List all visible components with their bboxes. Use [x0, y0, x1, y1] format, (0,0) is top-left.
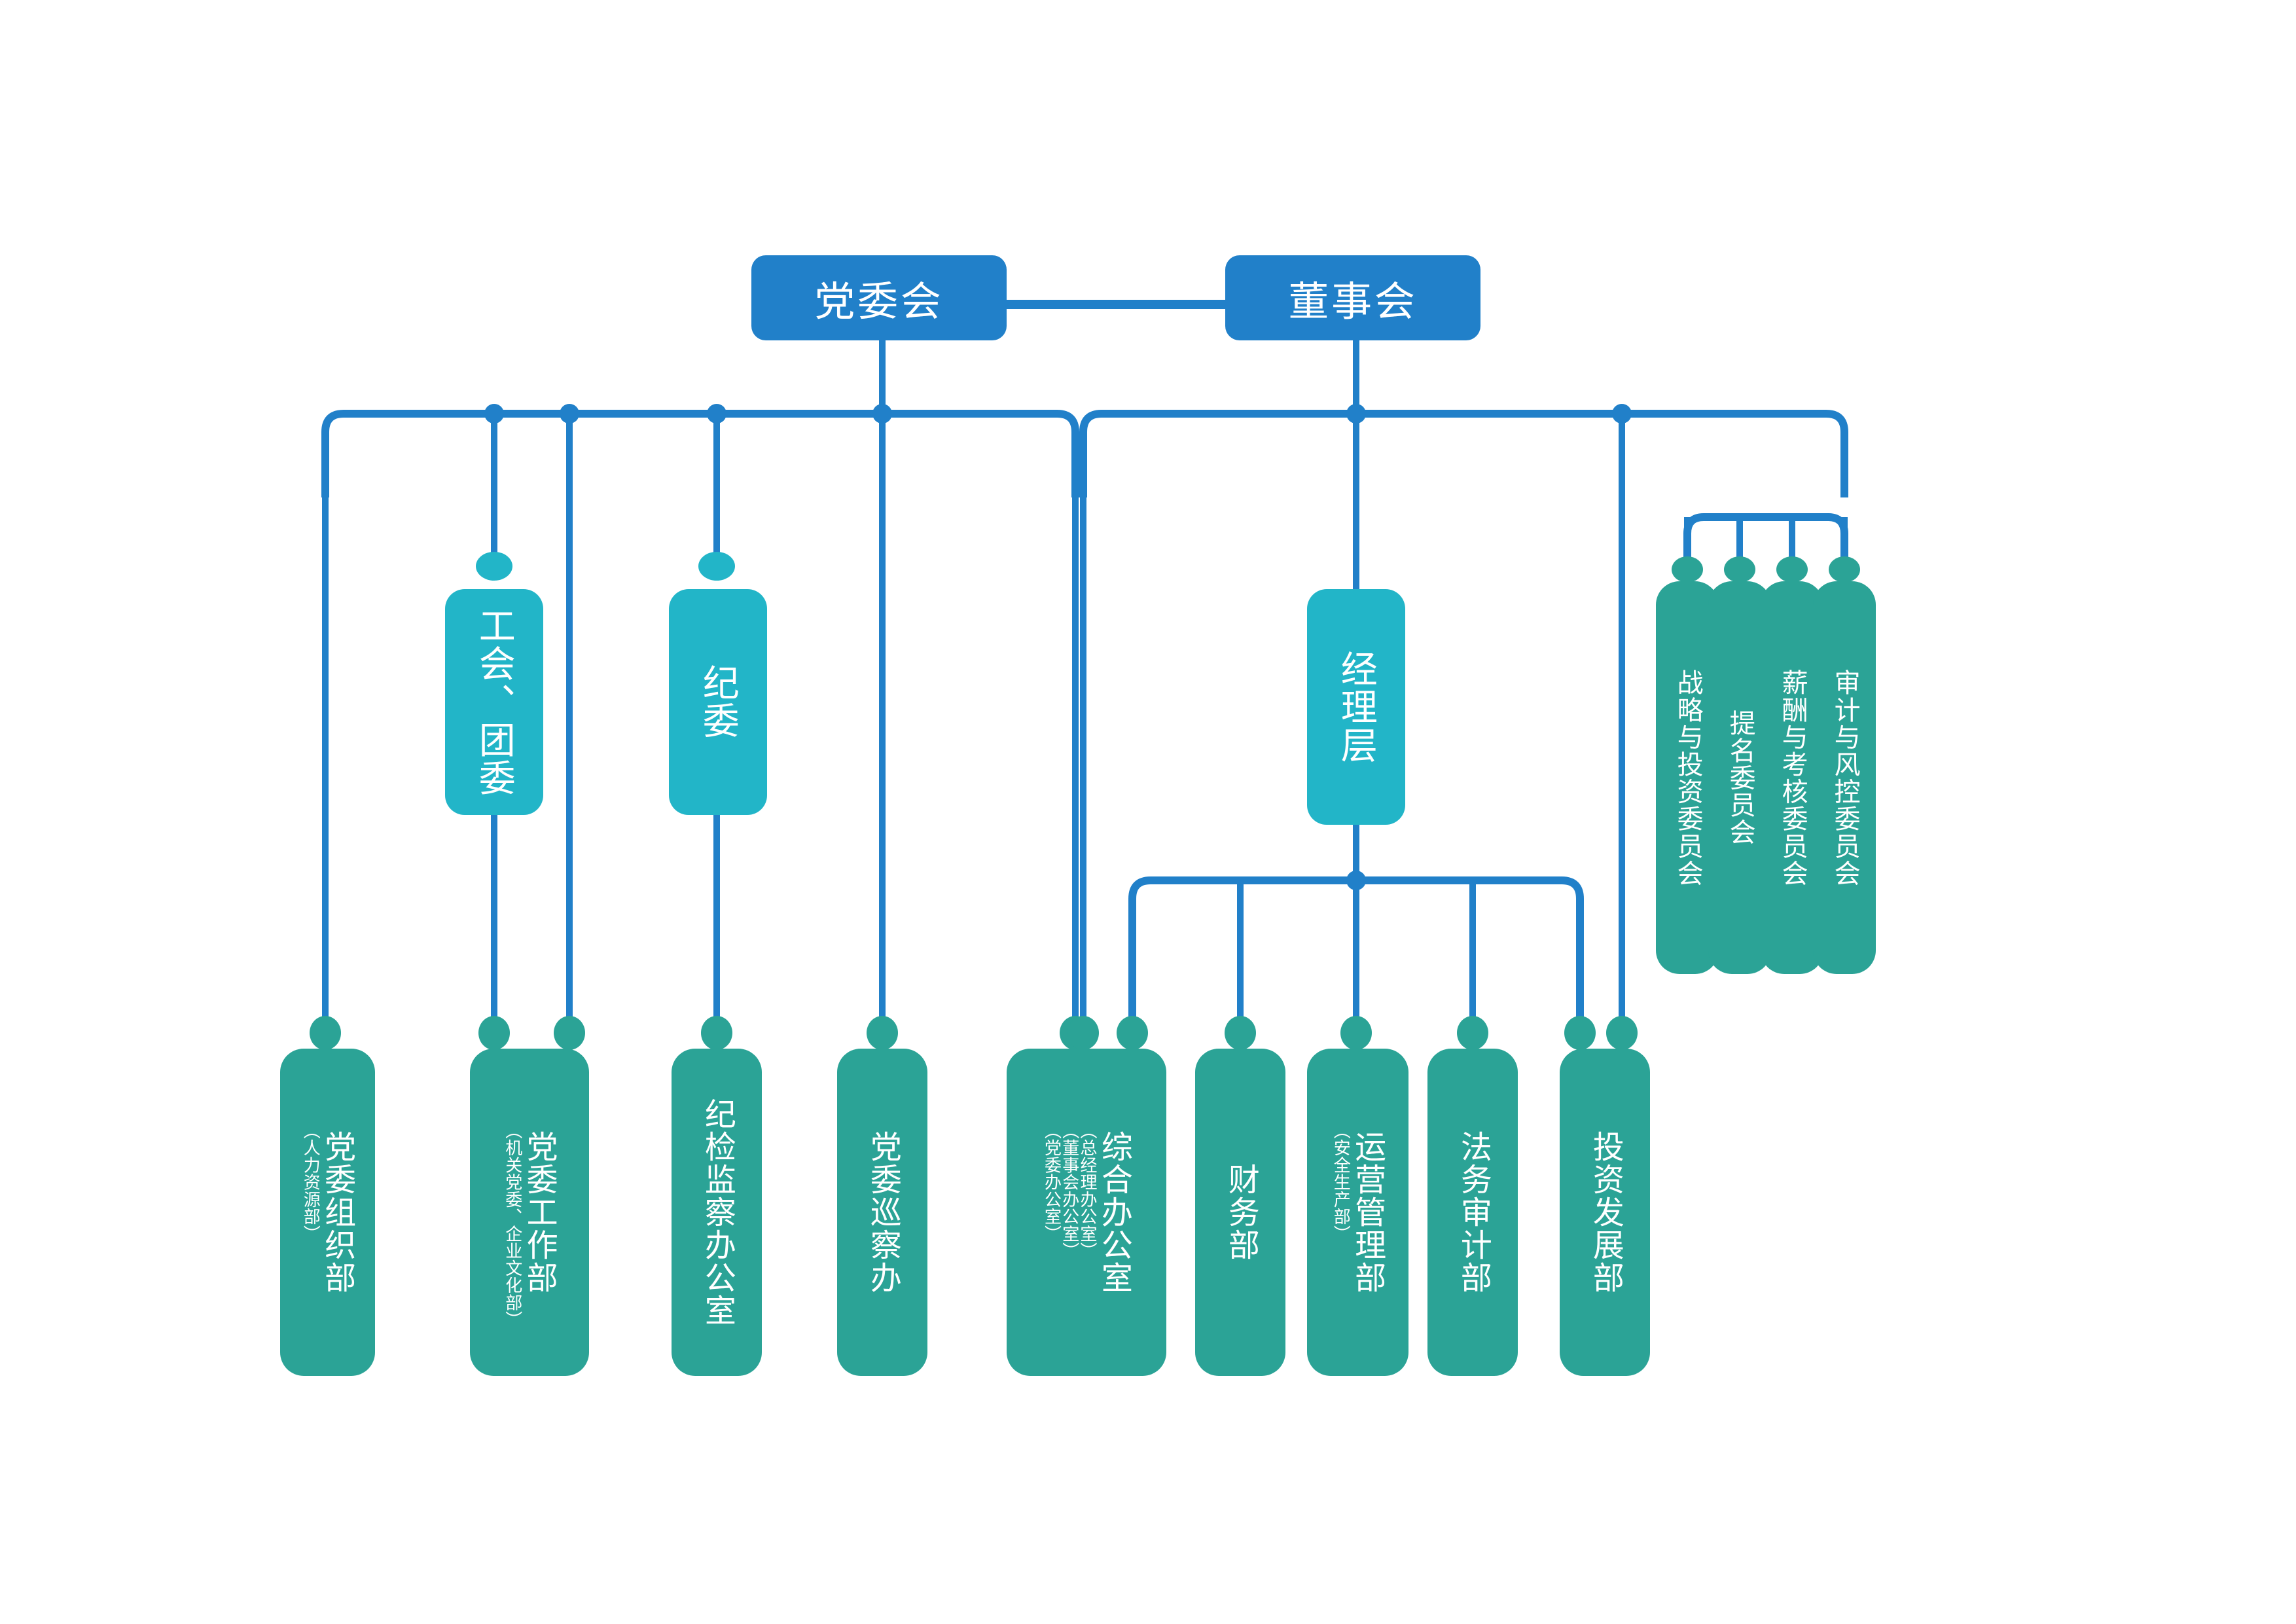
junction-dot-discipline: [707, 404, 726, 424]
node-general-office[interactable]: 综合办公室 （总经理办公室） （董事会办公室） （党委办公室）: [1007, 1049, 1166, 1376]
junction-dot-investment: [1612, 404, 1632, 424]
node-strategy-investment-committee-label: 战略与投资委员会: [1673, 668, 1702, 887]
node-operations-mgmt-dept[interactable]: 运营管理部 （安全生产部）: [1307, 1049, 1408, 1376]
node-board-of-directors[interactable]: 董事会: [1225, 255, 1480, 340]
node-finance-dept[interactable]: 财务部: [1195, 1049, 1285, 1376]
node-investment-dev-dept[interactable]: 投资发展部: [1560, 1049, 1650, 1376]
bus-party-committee: [321, 410, 1079, 497]
cap-finance-dept: [1225, 1016, 1256, 1050]
node-legal-audit-dept[interactable]: 法务审计部: [1427, 1049, 1518, 1376]
cap-discipline-inspection-office: [701, 1016, 732, 1050]
cap-party-org-dept: [310, 1016, 341, 1050]
cap-nomination: [1724, 556, 1755, 583]
node-operations-mgmt-dept-subs: （安全生产部）: [1331, 1049, 1352, 1376]
node-union-youth-league-label: 工会、团委: [474, 606, 516, 798]
node-party-org-dept[interactable]: 党委组织部 （人力资源部）: [280, 1049, 375, 1376]
node-management-layer-label: 经理层: [1336, 649, 1378, 765]
cap-investment-dev-b: [1606, 1016, 1638, 1050]
node-discipline-inspection-office[interactable]: 纪检监察办公室: [672, 1049, 762, 1376]
node-operations-mgmt-dept-sub-0: （安全生产部）: [1331, 1122, 1352, 1242]
node-audit-risk-committee[interactable]: 审计与风控委员会: [1813, 581, 1876, 974]
node-legal-audit-dept-label: 法务审计部: [1455, 1130, 1490, 1294]
node-nomination-committee-label: 提名委员会: [1725, 710, 1755, 846]
node-discipline-committee-label: 纪委: [698, 664, 740, 740]
cap-party-work-dept-b: [554, 1016, 585, 1050]
cap-general-office-b: [1117, 1016, 1148, 1050]
cap-general-office-c: [1067, 1016, 1099, 1050]
bus-board: [1079, 410, 1848, 497]
cap-remuneration: [1776, 556, 1808, 583]
node-party-committee[interactable]: 党委会: [751, 255, 1007, 340]
cap-operations-dept: [1340, 1016, 1372, 1050]
cap-legal-audit-dept: [1457, 1016, 1488, 1050]
node-party-inspection-office-label: 党委巡察办: [865, 1130, 900, 1294]
cap-audit-risk: [1829, 556, 1860, 583]
node-party-inspection-office[interactable]: 党委巡察办: [837, 1049, 927, 1376]
node-finance-dept-label: 财务部: [1223, 1163, 1258, 1261]
node-general-office-sub-1: （董事会办公室）: [1060, 1122, 1080, 1260]
node-party-org-dept-label: 党委组织部: [319, 1130, 355, 1294]
junction-dot-mgmt-bus: [1346, 871, 1366, 890]
node-discipline-committee[interactable]: 纪委: [669, 589, 767, 815]
cap-party-work-dept-a: [478, 1016, 510, 1050]
bus-junction-dots: [484, 404, 1632, 890]
node-remuneration-appraisal-committee-label: 薪酬与考核委员会: [1778, 668, 1807, 887]
junction-dot-union: [484, 404, 504, 424]
node-general-office-sub-2: （党委办公室）: [1042, 1122, 1062, 1242]
node-party-work-dept-sub-0: （机关党委、企业文化部）: [503, 1122, 523, 1329]
node-general-office-label: 综合办公室: [1096, 1130, 1131, 1294]
node-investment-dev-dept-label: 投资发展部: [1587, 1130, 1623, 1294]
node-general-office-sub-0: （总经理办公室）: [1078, 1122, 1098, 1260]
cap-discipline-committee: [698, 552, 735, 581]
bus-board-committees: [1683, 513, 1848, 560]
node-party-org-dept-sub-0: （人力资源部）: [301, 1122, 321, 1242]
cap-strategy-investment: [1672, 556, 1703, 583]
node-operations-mgmt-dept-label: 运营管理部: [1350, 1130, 1385, 1294]
cap-investment-dev-a: [1564, 1016, 1596, 1050]
cap-party-inspection-office: [867, 1016, 898, 1050]
node-party-work-dept-label: 党委工作部: [521, 1130, 556, 1294]
junction-dot-party-inspection: [872, 404, 892, 424]
node-general-office-subs: （总经理办公室） （董事会办公室） （党委办公室）: [1042, 1049, 1098, 1376]
node-party-committee-label: 党委会: [814, 280, 944, 325]
node-party-org-dept-subs: （人力资源部）: [301, 1049, 321, 1376]
node-party-work-dept-subs: （机关党委、企业文化部）: [503, 1049, 523, 1376]
node-party-work-dept[interactable]: 党委工作部 （机关党委、企业文化部）: [470, 1049, 589, 1376]
node-audit-risk-committee-label: 审计与风控委员会: [1830, 668, 1859, 887]
node-union-youth-league[interactable]: 工会、团委: [445, 589, 543, 815]
cap-union-youth: [476, 552, 512, 581]
node-discipline-inspection-office-label: 纪检监察办公室: [699, 1098, 734, 1327]
node-management-layer[interactable]: 经理层: [1307, 589, 1405, 825]
junction-dot-party-work: [560, 404, 579, 424]
cyan-connector-caps: [476, 552, 1374, 620]
teal-connector-caps: [310, 556, 1860, 1050]
junction-dot-management: [1346, 404, 1366, 424]
node-board-of-directors-label: 董事会: [1288, 280, 1418, 325]
